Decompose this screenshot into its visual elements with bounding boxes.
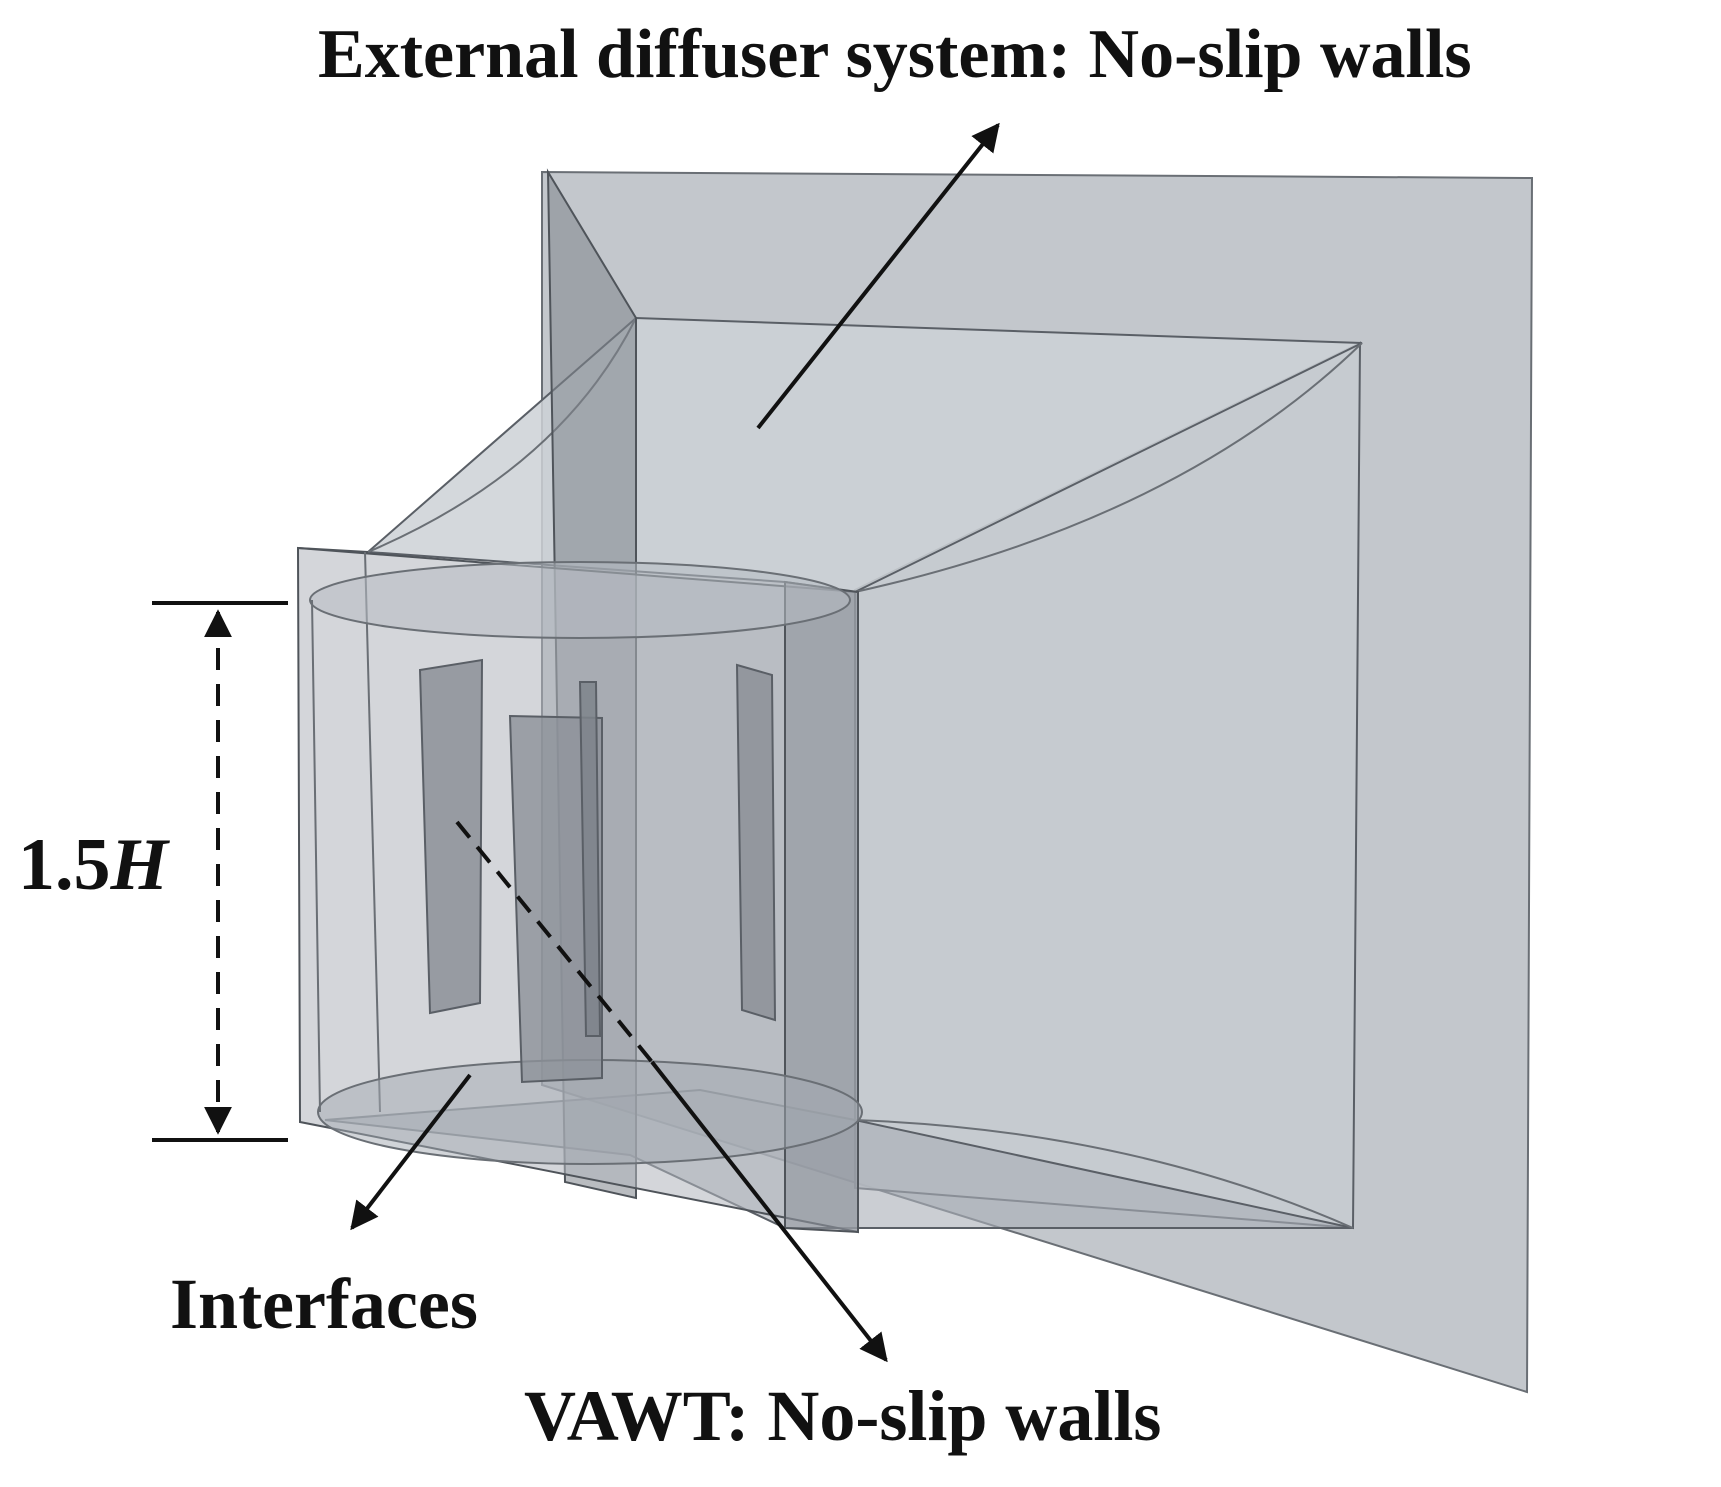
label-interfaces: Interfaces [170, 1264, 478, 1344]
vawt-shaft [578, 681, 602, 1037]
arrow-vawt [650, 1060, 888, 1363]
height-dimension [152, 601, 288, 1142]
diffuser-right-curve [854, 342, 1363, 593]
vawt-blade-left [418, 658, 484, 1015]
label-external-diffuser: External diffuser system: No-slip walls [318, 16, 1472, 93]
arrow-interfaces [350, 1073, 472, 1231]
vawt-blade-right [735, 663, 777, 1022]
dimension-symbol: H [110, 824, 169, 906]
dimension-value: 1.5 [18, 824, 111, 906]
inlet-box-edge-inner [364, 551, 381, 1113]
interface-cylinder-top [309, 561, 851, 639]
label-vawt: VAWT: No-slip walls [524, 1376, 1162, 1456]
arrow-external-diffuser [756, 122, 1000, 430]
arrow-vawt-dashed [455, 820, 654, 1064]
label-height-dimension: 1.5H [18, 828, 168, 902]
interface-cylinder-left-edge [311, 599, 321, 1113]
diffuser-bottom-curve [854, 1119, 1354, 1229]
vawt-blade-center [508, 714, 603, 1084]
inlet-box-edge [297, 547, 369, 553]
